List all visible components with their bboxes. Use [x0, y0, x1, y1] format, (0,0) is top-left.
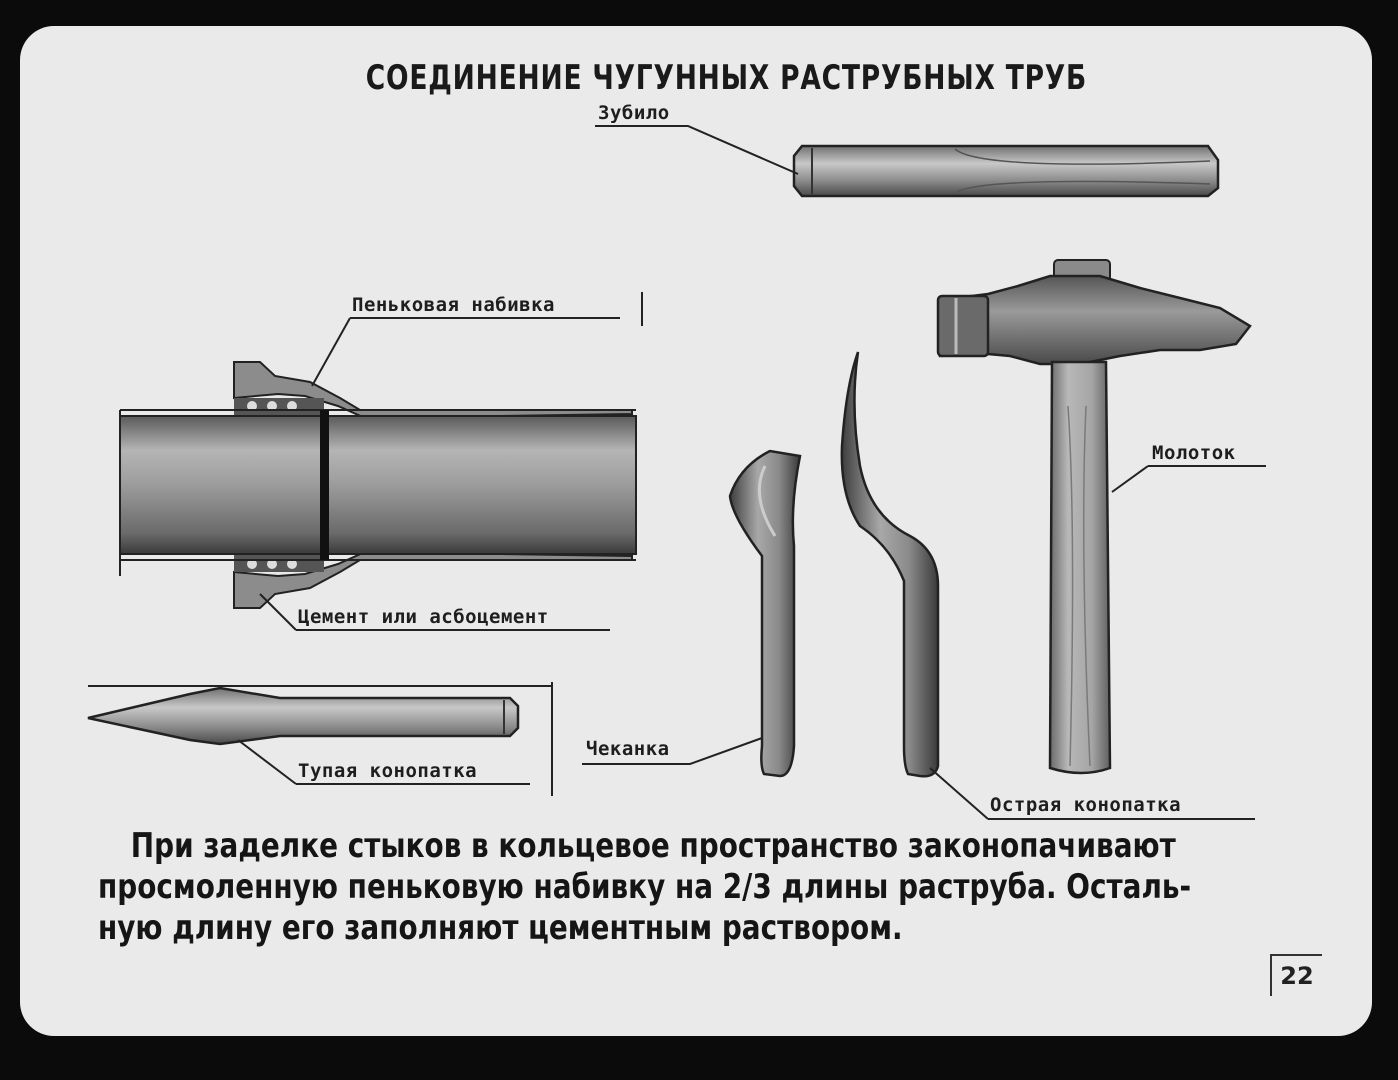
body-line: ную длину его заполняют цементным раство…	[98, 908, 903, 948]
label-chisel: Зубило	[598, 102, 670, 124]
pipe-joint-drawing	[119, 361, 637, 609]
label-caulking: Чеканка	[586, 738, 670, 760]
slide: СОЕДИНЕНИЕ ЧУГУННЫХ РАСТРУБНЫХ ТРУБ Зуби…	[20, 26, 1372, 1036]
leader-lines	[88, 125, 1266, 820]
label-sharp-caulk: Острая конопатка	[990, 794, 1182, 816]
chisel-drawing	[792, 144, 1220, 198]
page-title: СОЕДИНЕНИЕ ЧУГУННЫХ РАСТРУБНЫХ ТРУБ	[365, 58, 1088, 98]
sharp-caulk-drawing	[840, 351, 940, 778]
label-cement: Цемент или асбоцемент	[298, 606, 549, 628]
page-number: 22	[1270, 954, 1322, 996]
label-hemp-packing: Пеньковая набивка	[352, 294, 555, 316]
label-hammer: Молоток	[1152, 442, 1236, 464]
illustration	[87, 125, 1266, 820]
body-text: При заделке стыков в кольцевое пространс…	[98, 826, 1288, 949]
hammer-drawing	[936, 259, 1252, 775]
body-line: просмоленную пеньковую набивку на 2/3 дл…	[98, 867, 1192, 907]
label-blunt-caulk: Тупая конопатка	[298, 760, 478, 782]
blunt-caulk-drawing	[87, 686, 520, 746]
body-line: При заделке стыков в кольцевое пространс…	[130, 826, 1176, 866]
caulking-tool-drawing	[728, 449, 802, 778]
